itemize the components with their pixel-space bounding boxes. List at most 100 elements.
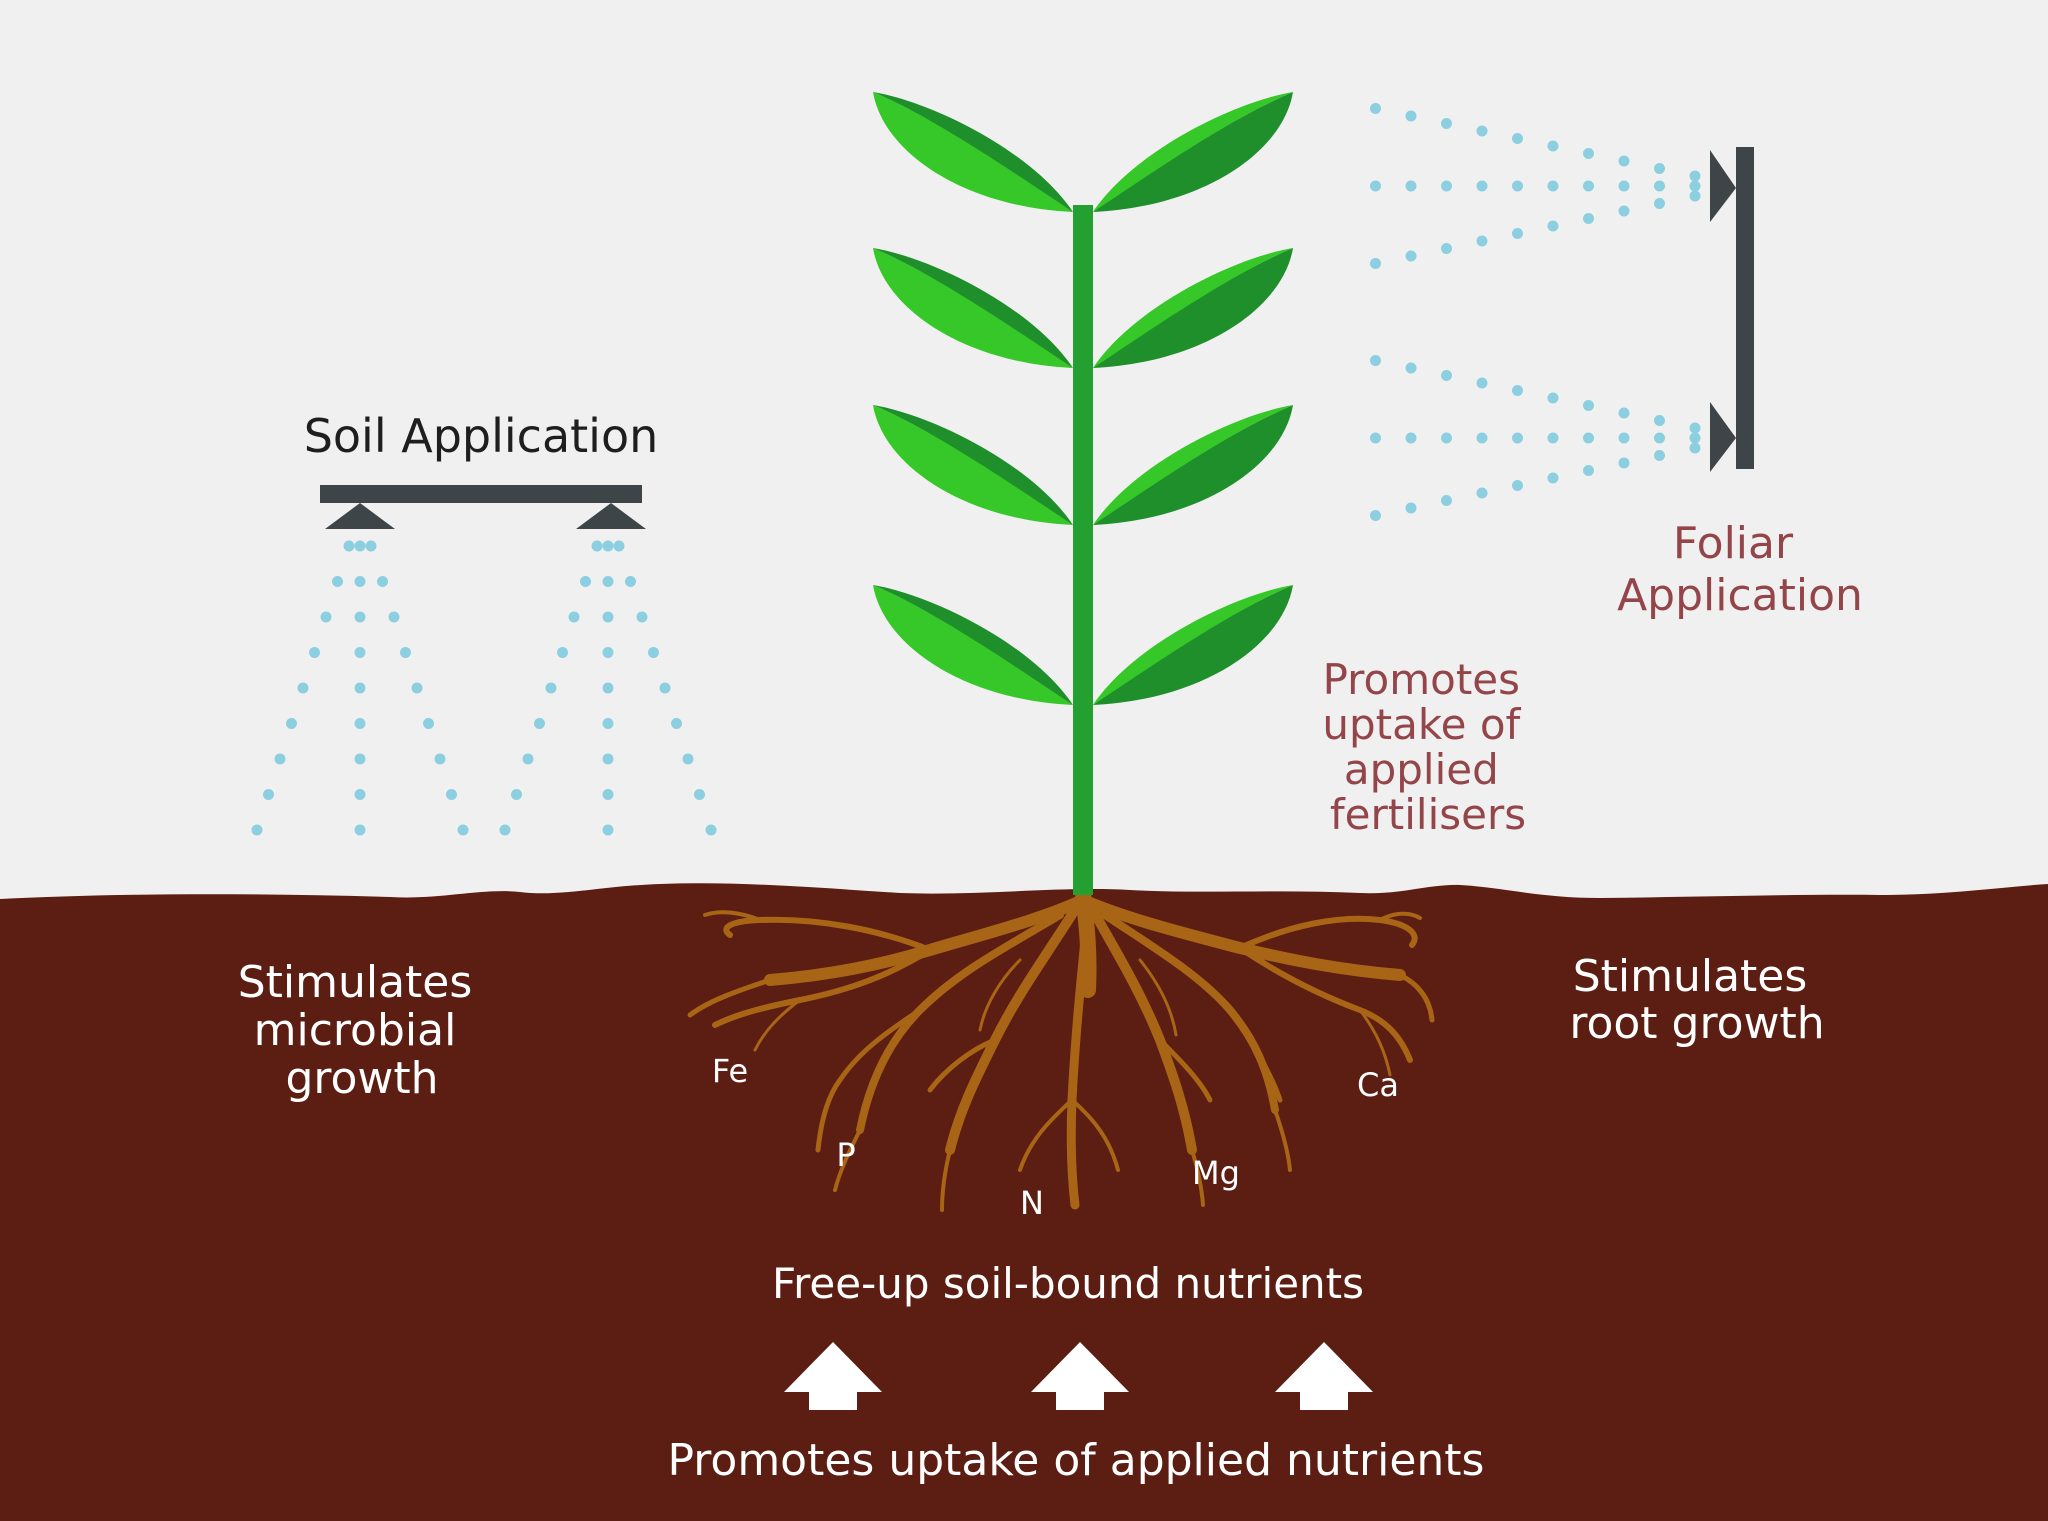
spray-droplet xyxy=(1512,133,1523,144)
soil-ground xyxy=(0,883,2048,1521)
spray-droplet xyxy=(1689,442,1701,454)
spray-droplet xyxy=(705,824,717,836)
spray-droplet xyxy=(602,611,614,623)
spray-droplet xyxy=(411,682,423,694)
nutrient-label-n: N xyxy=(1020,1184,1044,1222)
spray-droplet xyxy=(659,682,671,694)
spray-droplet xyxy=(1618,205,1630,217)
spray-droplet xyxy=(602,789,614,800)
spray-droplet xyxy=(1547,472,1559,484)
spray-droplet xyxy=(1512,432,1523,444)
spray-droplet xyxy=(1547,180,1559,192)
spray-droplet xyxy=(354,647,366,658)
spray-droplet xyxy=(1689,190,1701,202)
spray-droplet xyxy=(1547,140,1559,152)
spray-droplet xyxy=(1618,432,1630,444)
spray-droplet xyxy=(625,576,636,587)
spray-droplet xyxy=(1405,432,1417,444)
spray-droplet xyxy=(1689,432,1701,444)
spray-droplet xyxy=(1476,487,1488,499)
spray-droplet xyxy=(499,824,511,836)
spray-droplet xyxy=(1654,198,1665,209)
nutrient-label-fe: Fe xyxy=(712,1052,748,1090)
spray-droplet xyxy=(332,576,343,587)
spray-droplet xyxy=(671,718,682,729)
spray-droplet xyxy=(1441,370,1452,381)
spray-droplet xyxy=(1370,355,1381,366)
spray-droplet xyxy=(511,789,522,800)
spray-droplet xyxy=(602,576,614,587)
soil-application-label: Soil Application xyxy=(304,409,659,463)
plant-stem xyxy=(1073,205,1093,895)
spray-droplet xyxy=(1654,450,1665,461)
spray-droplet xyxy=(1583,400,1594,411)
spray-droplet xyxy=(423,718,434,729)
free-up-nutrients-label: Free-up soil-bound nutrients xyxy=(772,1259,1364,1308)
spray-droplet xyxy=(1654,180,1665,192)
spray-droplet xyxy=(354,718,366,729)
spray-droplet xyxy=(602,753,614,765)
spray-droplet xyxy=(354,789,366,800)
spray-droplet xyxy=(1618,407,1630,419)
spray-droplet xyxy=(388,611,400,623)
spray-droplet xyxy=(354,824,366,836)
spray-droplet xyxy=(1512,480,1523,491)
spray-droplet xyxy=(354,576,366,587)
spray-droplet xyxy=(1370,432,1381,444)
spray-droplet xyxy=(1441,432,1452,444)
spray-droplet xyxy=(1654,415,1665,426)
spray-droplet xyxy=(297,682,309,694)
foliar-sprayer-boom xyxy=(1710,147,1754,472)
plant-roots xyxy=(687,885,1435,1212)
spray-droplet xyxy=(1476,125,1488,137)
spray-droplet xyxy=(1583,148,1594,159)
spray-droplet xyxy=(1689,170,1701,182)
spray-droplet xyxy=(602,824,614,836)
spray-droplet xyxy=(1441,118,1452,129)
spray-droplet xyxy=(1405,362,1417,374)
spray-droplet xyxy=(580,576,591,587)
spray-droplet xyxy=(1405,250,1417,262)
nutrient-label-mg: Mg xyxy=(1192,1154,1240,1192)
spray-droplet xyxy=(1689,180,1701,192)
spray-droplet xyxy=(1405,180,1417,192)
spray-droplet xyxy=(602,540,614,552)
spray-droplet xyxy=(522,753,534,765)
nutrient-label-ca: Ca xyxy=(1357,1066,1399,1104)
spray-droplet xyxy=(1654,163,1665,174)
spray-droplet xyxy=(636,611,648,623)
spray-droplet xyxy=(602,647,614,658)
spray-droplet xyxy=(1547,392,1559,404)
spray-droplet xyxy=(602,682,614,694)
spray-droplet xyxy=(1583,180,1594,192)
spray-droplet xyxy=(1441,180,1452,192)
spray-droplet xyxy=(613,540,625,552)
soil-sprayer-boom xyxy=(320,485,646,529)
spray-droplet xyxy=(446,789,457,800)
nutrient-label-p: P xyxy=(836,1136,855,1174)
spray-droplet xyxy=(557,647,568,658)
spray-droplet xyxy=(309,647,320,658)
spray-droplet xyxy=(1583,432,1594,444)
spray-droplet xyxy=(1583,465,1594,476)
spray-droplet xyxy=(343,540,355,552)
spray-droplet xyxy=(534,718,545,729)
spray-droplet xyxy=(591,540,603,552)
up-arrow-icon xyxy=(784,1342,882,1410)
spray-droplet xyxy=(1405,502,1417,514)
spray-droplet xyxy=(1476,377,1488,389)
spray-droplet xyxy=(1476,235,1488,247)
spray-droplet xyxy=(1441,495,1452,506)
spray-droplet xyxy=(1512,228,1523,239)
spray-droplet xyxy=(1547,220,1559,232)
spray-droplet xyxy=(434,753,446,765)
spray-droplet xyxy=(1370,510,1381,521)
spray-droplet xyxy=(251,824,263,836)
spray-droplet xyxy=(648,647,659,658)
spray-droplet xyxy=(602,718,614,729)
foliar-application-label: Foliar Application xyxy=(1617,518,1863,621)
spray-droplet xyxy=(377,576,388,587)
spray-droplet xyxy=(1618,180,1630,192)
